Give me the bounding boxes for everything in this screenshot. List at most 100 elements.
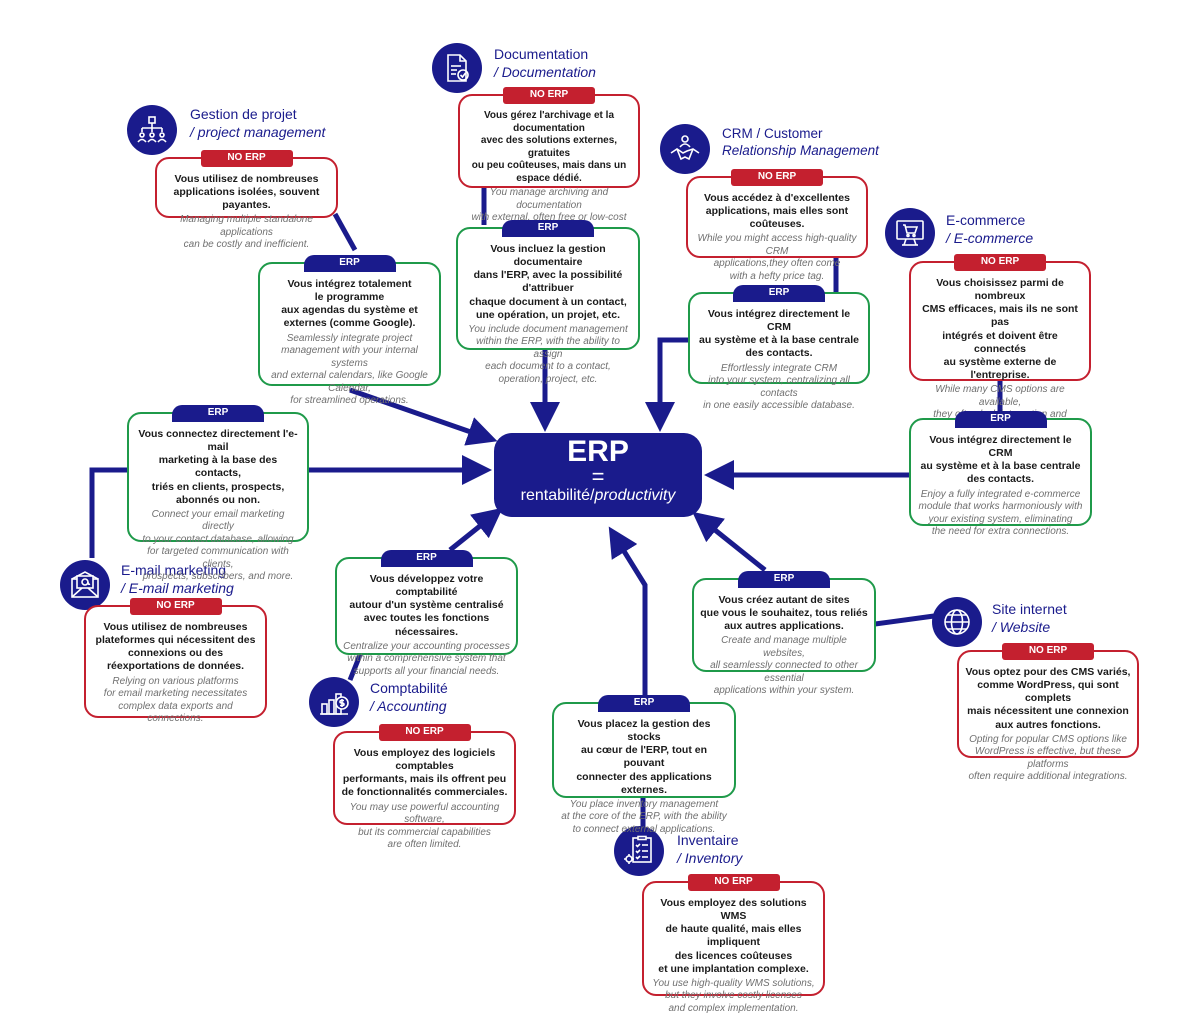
erp-tag: ERP bbox=[172, 405, 264, 422]
connector-project-no-erp bbox=[332, 212, 358, 252]
crm-erp-box: ERP Vous intégrez directement le CRM au … bbox=[688, 285, 870, 411]
email-title-fr: E-mail marketing bbox=[121, 562, 227, 578]
erp-tag: ERP bbox=[954, 411, 1047, 428]
connector-email-no-erp bbox=[89, 467, 128, 558]
documentation-no-erp-box: NO ERP Vous gérez l'archivage et la docu… bbox=[458, 87, 640, 248]
arrow-project bbox=[349, 387, 498, 446]
documentation-erp-box: ERP Vous incluez la gestion documentaire… bbox=[456, 220, 640, 385]
handshake-icon bbox=[660, 124, 710, 174]
documentation-erp-text: Vous incluez la gestion documentaire dan… bbox=[469, 243, 627, 321]
email-title: E-mail marketing / E-mail marketing bbox=[121, 562, 234, 597]
ecommerce-title-en: / E-commerce bbox=[946, 229, 1034, 246]
accounting-title: Comptabilité / Accounting bbox=[370, 680, 448, 715]
erp-tag: ERP bbox=[502, 220, 594, 237]
inventory-no-erp-text: Vous employez des solutions WMS de haute… bbox=[658, 897, 809, 975]
inventory-erp-text-en: You place inventory management at the co… bbox=[561, 798, 727, 835]
arrow-accounting bbox=[448, 507, 503, 552]
email-no-erp-text-en: Relying on various platforms for email m… bbox=[103, 675, 248, 725]
inventory-erp-box: ERP Vous placez la gestion des stocks au… bbox=[552, 695, 736, 835]
documentation-title: Documentation / Documentation bbox=[494, 46, 596, 81]
no-erp-tag: NO ERP bbox=[954, 254, 1046, 271]
inventory-title: Inventaire / Inventory bbox=[677, 832, 742, 867]
no-erp-tag: NO ERP bbox=[129, 598, 222, 615]
project-no-erp-text-en: Managing multiple standalone application… bbox=[180, 214, 313, 251]
website-title-en: / Website bbox=[992, 618, 1051, 635]
website-no-erp-text: Vous optez pour des CMS variés, comme Wo… bbox=[965, 666, 1131, 731]
crm-title-fr: CRM / Customer bbox=[722, 126, 823, 141]
email-icon bbox=[60, 560, 110, 610]
documentation-erp-text-en: You include document management within t… bbox=[468, 323, 628, 385]
crm-title-en: Relationship Management bbox=[722, 142, 879, 158]
project-erp-text-en: Seamlessly integrate project management … bbox=[271, 332, 428, 407]
documentation-title-fr: Documentation bbox=[494, 46, 589, 62]
erp-tag: ERP bbox=[380, 550, 473, 567]
arrow-crm bbox=[645, 337, 690, 432]
arrow-website bbox=[692, 511, 767, 572]
accounting-erp-text: Vous développez votre comptabilité autou… bbox=[349, 573, 504, 638]
project-erp-box: ERP Vous intégrez totalement le programm… bbox=[258, 255, 441, 406]
no-erp-tag: NO ERP bbox=[378, 724, 471, 741]
website-no-erp-text-en: Opting for popular CMS options like Word… bbox=[968, 733, 1128, 783]
crm-no-erp-box: NO ERP Vous accédez à d'excellentes appl… bbox=[686, 169, 868, 282]
inventory-no-erp-text-en: You use high-quality WMS solutions, but … bbox=[652, 977, 815, 1014]
project-title-fr: Gestion de projet bbox=[190, 106, 297, 122]
accounting-title-fr: Comptabilité bbox=[370, 680, 448, 696]
connector-accounting-no-erp bbox=[347, 649, 365, 681]
erp-center-node: ERP = rentabilité/productivity bbox=[494, 433, 702, 517]
ecommerce-title-fr: E-commerce bbox=[946, 212, 1026, 228]
center-title: ERP bbox=[567, 435, 629, 468]
email-erp-box: ERP Vous connectez directement l'e-mail … bbox=[127, 405, 309, 582]
website-title-fr: Site internet bbox=[992, 601, 1067, 617]
center-equals: = bbox=[591, 464, 605, 489]
document-check-icon bbox=[432, 43, 482, 93]
inventory-title-en: / Inventory bbox=[677, 849, 743, 866]
accounting-erp-text-en: Centralize your accounting processes wit… bbox=[343, 640, 510, 677]
ecommerce-no-erp-text: Vous choisissez parmi de nombreux CMS ef… bbox=[922, 277, 1078, 381]
no-erp-tag: NO ERP bbox=[503, 87, 595, 104]
email-title-en: / E-mail marketing bbox=[121, 579, 234, 596]
erp-tag: ERP bbox=[598, 695, 690, 712]
inventory-no-erp-box: NO ERP Vous employez des solutions WMS d… bbox=[642, 874, 825, 1014]
accounting-no-erp-text: Vous employez des logiciels comptables p… bbox=[341, 747, 508, 799]
documentation-title-en: / Documentation bbox=[494, 63, 596, 80]
no-erp-tag: NO ERP bbox=[1002, 643, 1094, 660]
ecommerce-erp-text: Vous intégrez directement le CRM au syst… bbox=[920, 434, 1081, 486]
project-title-en: / project management bbox=[190, 123, 326, 140]
no-erp-tag: NO ERP bbox=[731, 169, 823, 186]
crm-erp-text: Vous intégrez directement le CRM au syst… bbox=[699, 308, 859, 360]
center-subtitle: rentabilité/productivity bbox=[494, 487, 702, 505]
ecommerce-no-erp-box: NO ERP Vous choisissez parmi de nombreux… bbox=[909, 254, 1091, 458]
erp-tag: ERP bbox=[303, 255, 396, 272]
email-no-erp-box: NO ERP Vous utilisez de nombreuses plate… bbox=[84, 598, 267, 724]
erp-tag: ERP bbox=[738, 571, 830, 588]
connector-website-no-erp bbox=[874, 613, 935, 627]
arrow-inventory bbox=[608, 526, 648, 698]
ecommerce-erp-text-en: Enjoy a fully integrated e-commerce modu… bbox=[918, 488, 1083, 538]
center-subtitle-fr: rentabilité/ bbox=[520, 486, 595, 504]
ecommerce-title: E-commerce / E-commerce bbox=[946, 212, 1033, 247]
project-no-erp-text: Vous utilisez de nombreuses applications… bbox=[173, 173, 320, 212]
project-erp-text: Vous intégrez totalement le programme au… bbox=[281, 278, 418, 330]
project-title: Gestion de projet / project management bbox=[190, 106, 325, 141]
crm-no-erp-text: Vous accédez à d'excellentes application… bbox=[704, 192, 850, 231]
accounting-title-en: / Accounting bbox=[370, 697, 447, 714]
email-erp-text: Vous connectez directement l'e-mail mark… bbox=[138, 428, 298, 506]
crm-title: CRM / Customer Relationship Management bbox=[722, 126, 879, 160]
email-erp-text-en: Connect your email marketing directly to… bbox=[142, 508, 294, 583]
website-no-erp-box: NO ERP Vous optez pour des CMS variés, c… bbox=[957, 643, 1139, 782]
crm-erp-text-en: Effortlessly integrate CRM into your sys… bbox=[703, 362, 855, 412]
checklist-icon bbox=[614, 826, 664, 876]
website-erp-box: ERP Vous créez autant de sites que vous … bbox=[692, 571, 876, 696]
org-chart-icon bbox=[127, 105, 177, 155]
no-erp-tag: NO ERP bbox=[200, 150, 293, 167]
no-erp-tag: NO ERP bbox=[687, 874, 780, 891]
website-erp-text-en: Create and manage multiple websites, all… bbox=[710, 635, 858, 697]
accounting-no-erp-box: NO ERP Vous employez des logiciels compt… bbox=[333, 724, 516, 850]
accounting-erp-box: ERP Vous développez votre comptabilité a… bbox=[335, 550, 518, 677]
email-no-erp-text: Vous utilisez de nombreuses plateformes … bbox=[95, 621, 256, 673]
accounting-icon bbox=[309, 677, 359, 727]
inventory-erp-text: Vous placez la gestion des stocks au cœu… bbox=[576, 718, 712, 796]
documentation-no-erp-text: Vous gérez l'archivage et la documentati… bbox=[471, 110, 627, 184]
inventory-title-fr: Inventaire bbox=[677, 832, 739, 848]
